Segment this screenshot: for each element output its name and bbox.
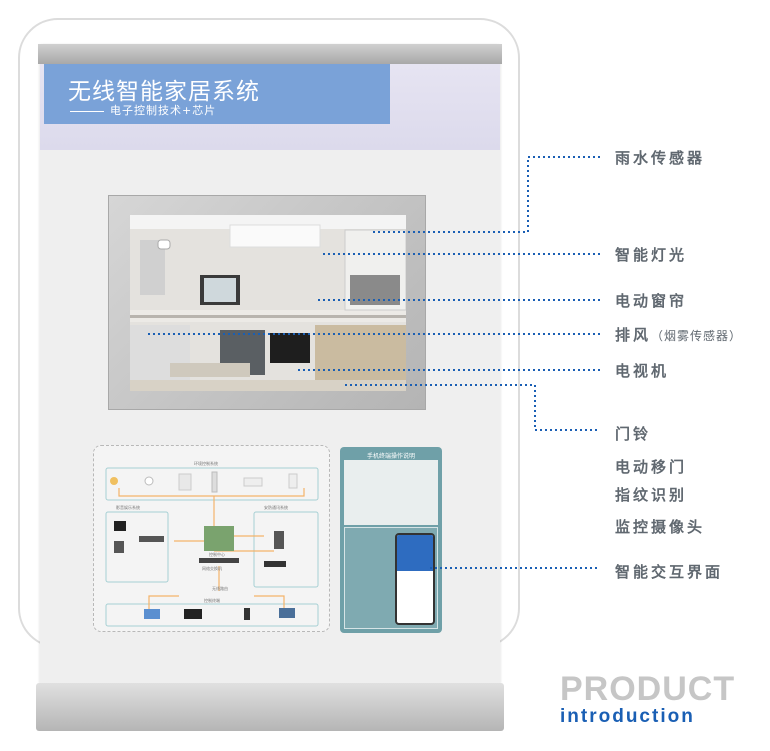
phone-panel-title: 手机终端操作说明 [366,453,415,460]
bottom-rail [36,683,504,731]
phone-mockup [395,533,435,625]
top-rail [38,44,502,64]
center-label: 控制中心 [209,551,225,557]
introduction-subheading: introduction [560,706,695,727]
feature-exhaust: 排风（烟雾传感器） [615,324,742,345]
smoke-sensor-note: （烟雾传感器） [651,329,743,343]
feature-electric-curtain: 电动窗帘 [615,292,688,310]
env-system-label: 环境控制系统 [194,460,218,466]
system-diagram: 环境控制系统 影音娱乐系统 安防通讯系统 控制终端 控制中心 网络交换机 无线路… [93,445,330,632]
feature-fingerprint: 指纹识别 [615,486,688,504]
feature-camera: 监控摄像头 [615,518,706,536]
phone-instructions-panel: 手机终端操作说明 [340,447,442,633]
security-system-label: 安防通讯系统 [264,504,288,510]
page-title: 无线智能家居系统 [68,79,260,105]
media-system-label: 影音娱乐系统 [116,504,140,510]
product-heading: PRODUCT [560,670,736,708]
feature-doorbell: 门铃 [615,425,652,443]
feature-tv: 电视机 [615,362,670,380]
feature-sliding-door: 电动移门 [615,458,688,476]
house-cutaway-image [130,215,406,391]
exhaust-label: 排风 [615,326,652,344]
feature-smart-light: 智能灯光 [615,246,688,264]
switch-label: 网络交换机 [202,565,222,571]
feature-smart-interface: 智能交互界面 [615,563,724,581]
router-label: 无线路由 [212,585,228,591]
feature-rain-sensor: 雨水传感器 [615,149,706,167]
page-subtitle: 电子控制技术+芯片 [70,102,216,118]
terminal-label: 控制终端 [204,597,220,603]
